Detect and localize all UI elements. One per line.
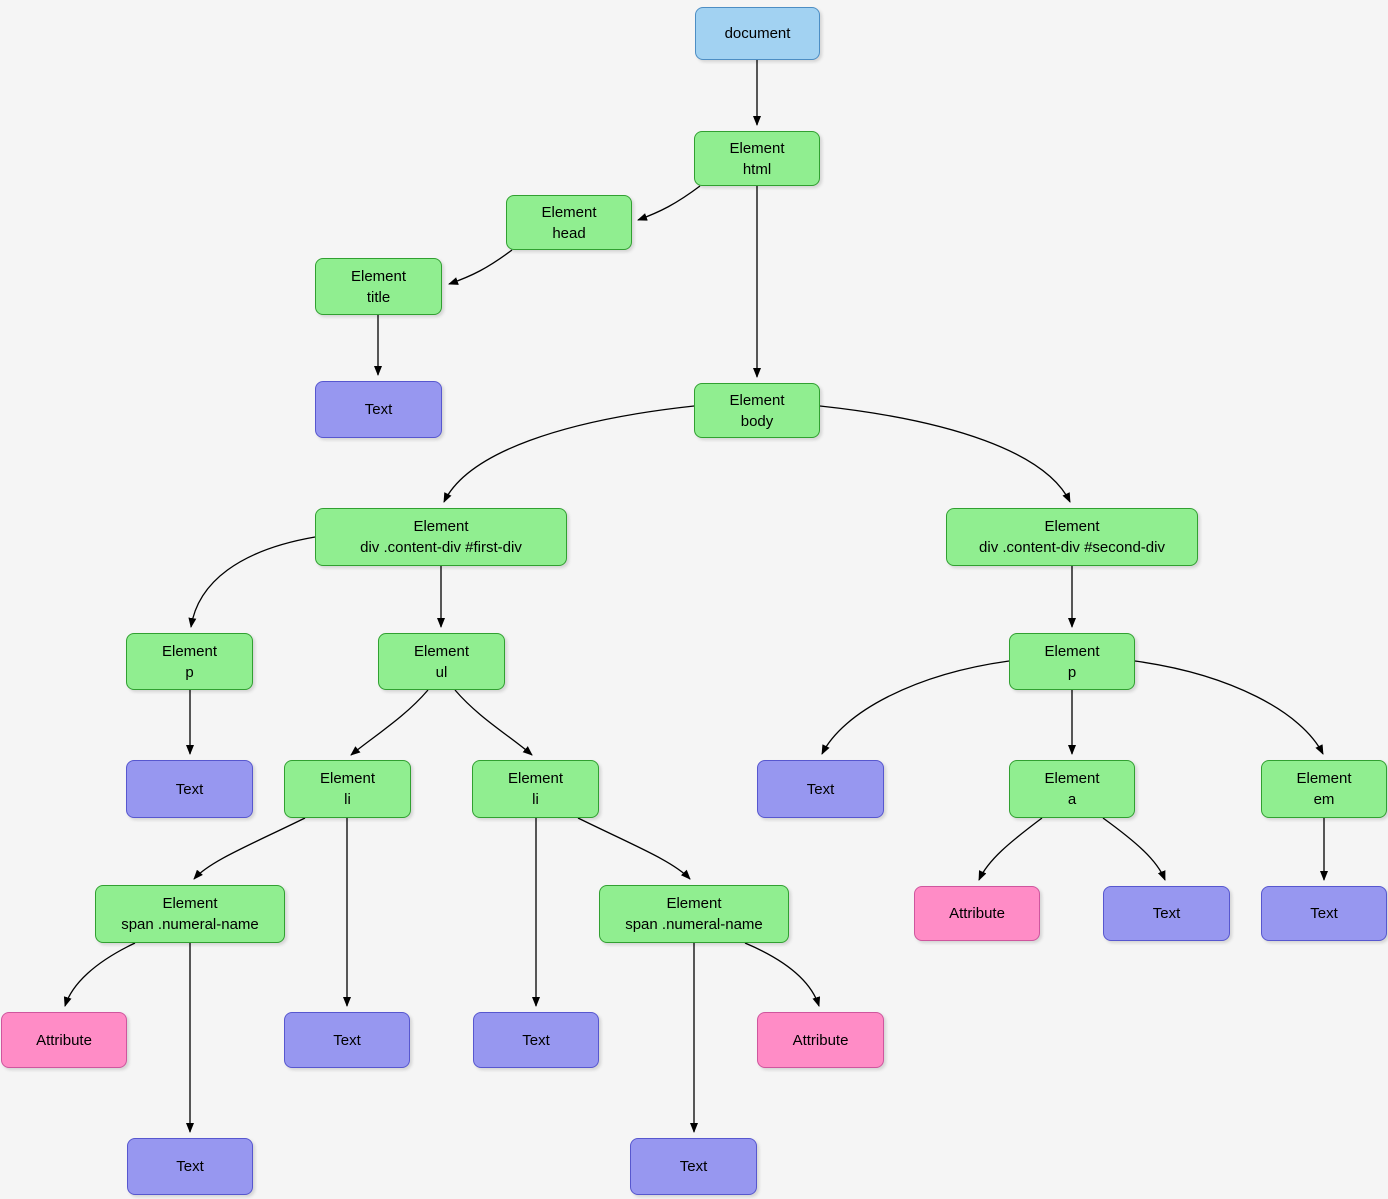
node-attribute-span-first: Attribute (1, 1012, 127, 1068)
node-text-span-first: Text (127, 1138, 253, 1195)
edge-lifirst-spanfirst (193, 817, 306, 880)
node-text-li-second: Text (473, 1012, 599, 1068)
node-element-p-first: Element p (126, 633, 253, 690)
edge-a-text (1102, 817, 1166, 881)
node-element-li-first: Element li (284, 760, 411, 818)
edge-body-divfirst (443, 405, 695, 503)
node-text-em: Text (1261, 886, 1387, 941)
edge-html-head (637, 185, 701, 221)
edge-a-attribute (978, 817, 1043, 881)
edge-spansecond-attribute (744, 942, 821, 1007)
node-text-title: Text (315, 381, 442, 438)
node-text-span-second: Text (630, 1138, 757, 1195)
node-element-head: Element head (506, 195, 632, 250)
node-text-p-second: Text (757, 760, 884, 818)
edge-body-divsecond (819, 405, 1071, 503)
edge-ul-lifirst (350, 689, 429, 756)
node-element-li-second: Element li (472, 760, 599, 818)
node-element-span-second: Element span .numeral-name (599, 885, 789, 943)
node-element-span-first: Element span .numeral-name (95, 885, 285, 943)
node-text-a: Text (1103, 886, 1230, 941)
edge-divfirst-pfirst (188, 536, 316, 628)
node-text-p-first: Text (126, 760, 253, 818)
edge-lisecond-spansecond (577, 817, 691, 880)
node-element-a: Element a (1009, 760, 1135, 818)
node-element-body: Element body (694, 383, 820, 438)
node-text-li-first: Text (284, 1012, 410, 1068)
edge-ul-lisecond (454, 689, 533, 756)
edge-psecond-text (821, 660, 1010, 755)
node-element-title: Element title (315, 258, 442, 315)
node-element-div-second: Element div .content-div #second-div (946, 508, 1198, 566)
edge-psecond-em (1134, 660, 1324, 755)
node-attribute-a: Attribute (914, 886, 1040, 941)
edge-spanfirst-attribute (63, 942, 136, 1007)
node-element-ul: Element ul (378, 633, 505, 690)
node-attribute-span-second: Attribute (757, 1012, 884, 1068)
node-document: document (695, 7, 820, 60)
node-element-html: Element html (694, 131, 820, 186)
node-element-em: Element em (1261, 760, 1387, 818)
node-element-div-first: Element div .content-div #first-div (315, 508, 567, 566)
node-element-p-second: Element p (1009, 633, 1135, 690)
edge-head-title (448, 249, 513, 285)
